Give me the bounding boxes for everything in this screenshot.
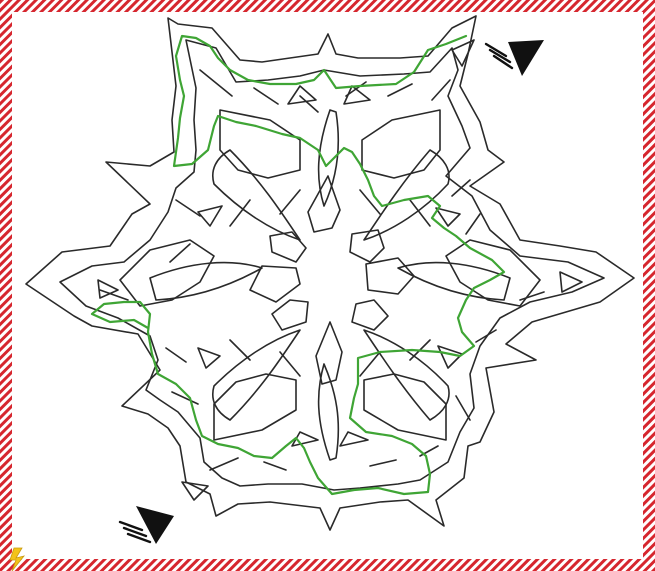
maze-inner-outline [60,40,604,490]
maze-star-arms [250,176,414,384]
start-arrow-icon [120,506,174,544]
snowflake-maze [26,16,634,530]
solution-path [92,36,504,494]
maze-detail-strokes [100,70,544,470]
end-arrow-icon [486,40,544,76]
maze-outer-outline [26,16,634,530]
